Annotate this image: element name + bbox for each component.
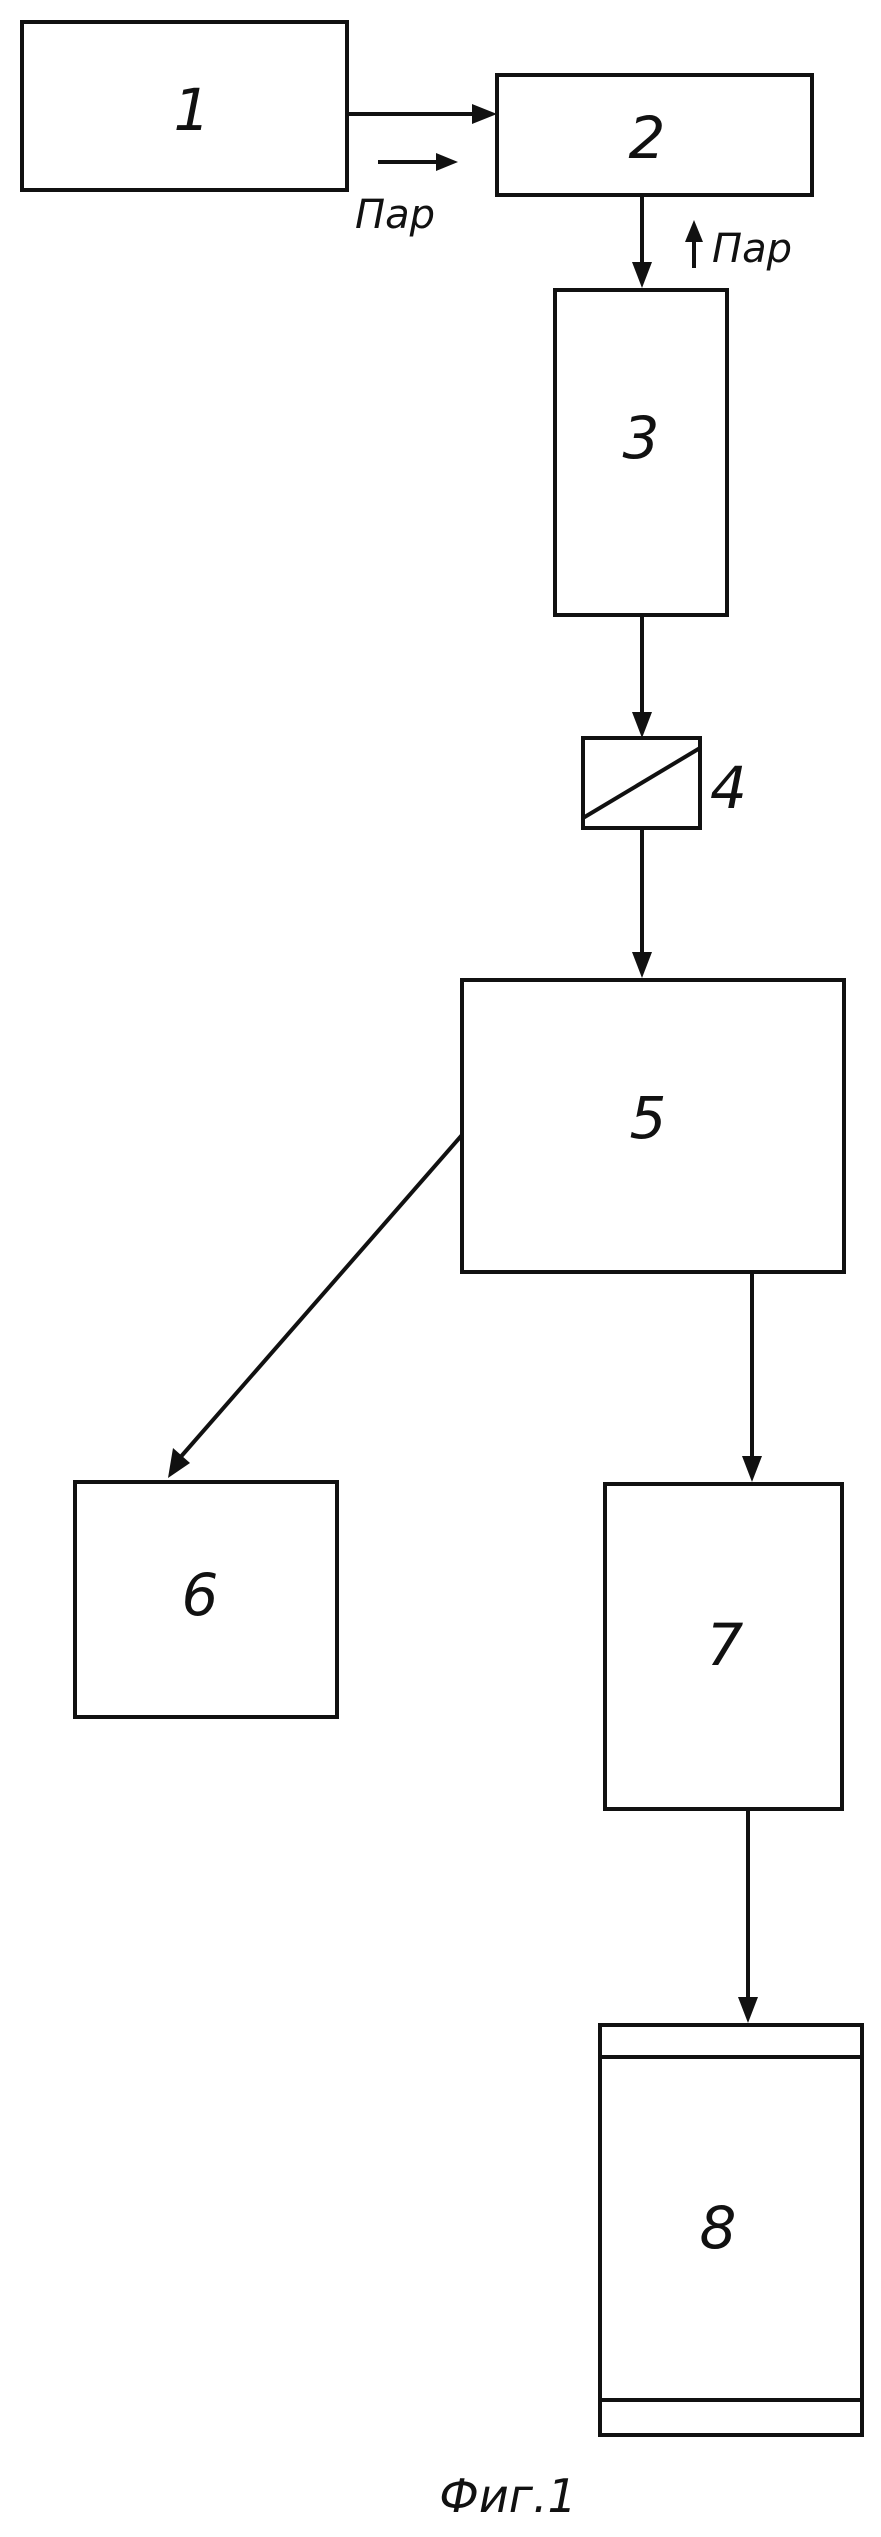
arrow-5-to-6: [168, 1135, 462, 1478]
block-3-label: 3: [623, 404, 660, 472]
block-1: 1: [22, 22, 347, 190]
block-6-label: 6: [182, 1561, 219, 1629]
arrow-3-to-4: [632, 615, 652, 738]
arrow-2-to-3: [632, 195, 652, 288]
block-6: 6: [75, 1482, 337, 1717]
arrow-7-to-8: [738, 1809, 758, 2023]
steam-output-label: Пар: [712, 226, 792, 272]
steam-input-label: Пар: [355, 192, 435, 238]
block-4: 4: [583, 738, 747, 828]
block-2: 2: [497, 75, 812, 195]
steam-input-arrow: [378, 153, 458, 171]
steam-output-arrow: [685, 220, 703, 268]
block-2-label: 2: [629, 104, 666, 172]
block-7-label: 7: [707, 1611, 744, 1679]
block-4-label: 4: [710, 754, 747, 822]
block-5: 5: [462, 980, 844, 1272]
arrow-5-to-7: [742, 1272, 762, 1482]
block-8: 8: [600, 2025, 862, 2435]
block-8-label: 8: [700, 2194, 737, 2262]
block-3: 3: [555, 290, 727, 615]
block-1-label: 1: [174, 76, 211, 144]
figure-caption: Фиг.1: [439, 2469, 577, 2523]
arrow-1-to-2: [347, 104, 497, 124]
block-7: 7: [605, 1484, 842, 1809]
block-5-label: 5: [630, 1084, 667, 1152]
arrow-4-to-5: [632, 828, 652, 978]
